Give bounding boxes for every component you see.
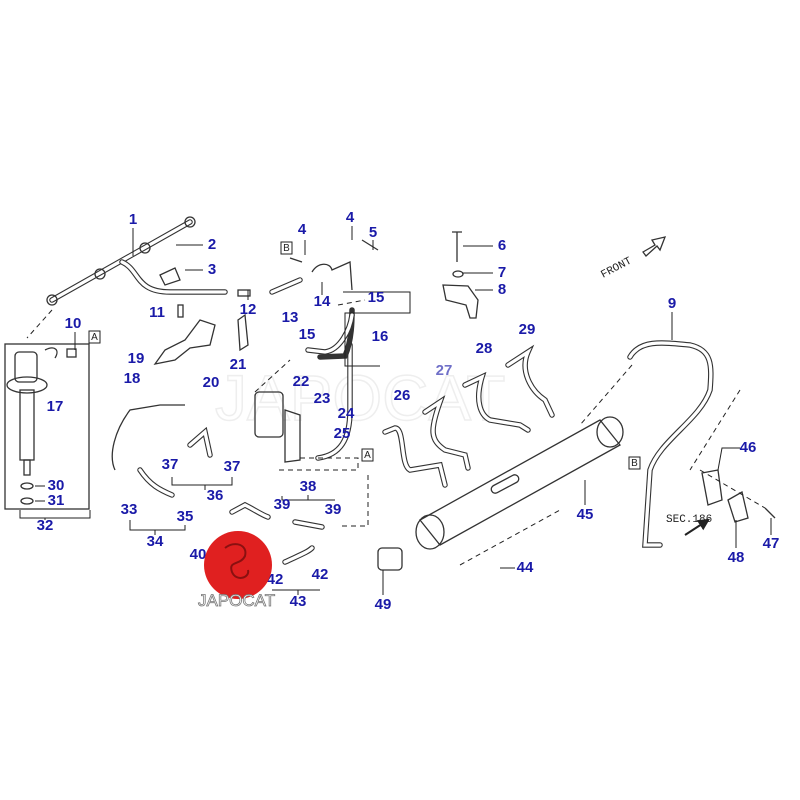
injector-part bbox=[4, 343, 90, 510]
part-label[interactable]: 15 bbox=[299, 326, 316, 343]
japocat-logo: JAPOCAT bbox=[198, 531, 276, 610]
part-label[interactable]: 14 bbox=[314, 293, 331, 310]
reference-boxes: A A B B bbox=[88, 241, 641, 470]
part-label[interactable]: 37 bbox=[162, 456, 179, 473]
injection-pipes-part bbox=[382, 340, 766, 566]
part-label[interactable]: 40 bbox=[190, 546, 207, 563]
part-label[interactable]: 32 bbox=[37, 517, 54, 534]
part-label[interactable]: 33 bbox=[121, 501, 138, 518]
part-number-labels: 1 2 3 4 4 5 6 7 8 9 10 11 12 13 14 15 15… bbox=[37, 209, 780, 613]
part-label[interactable]: 18 bbox=[124, 370, 141, 387]
part-label[interactable]: 4 bbox=[298, 221, 307, 238]
part-label[interactable]: 17 bbox=[47, 398, 64, 415]
part-label[interactable]: 19 bbox=[128, 350, 145, 367]
front-indicator: FRONT bbox=[599, 236, 667, 282]
part-label[interactable]: 36 bbox=[207, 487, 224, 504]
part-label[interactable]: 11 bbox=[149, 304, 165, 321]
part-label[interactable]: 46 bbox=[740, 439, 757, 456]
part-label[interactable]: 42 bbox=[312, 566, 329, 583]
ref-box-b: B bbox=[631, 458, 638, 469]
part-label[interactable]: 27 bbox=[436, 362, 453, 379]
part-label[interactable]: 20 bbox=[203, 374, 220, 391]
part-label[interactable]: 1 bbox=[129, 211, 137, 228]
part-label[interactable]: 15 bbox=[368, 289, 385, 306]
part-label[interactable]: 48 bbox=[728, 549, 745, 566]
ref-box-b: B bbox=[283, 243, 290, 254]
part-label[interactable]: 4 bbox=[346, 209, 355, 226]
part-label[interactable]: 34 bbox=[147, 533, 164, 550]
part-label[interactable]: 6 bbox=[498, 237, 506, 254]
part-label[interactable]: 23 bbox=[314, 390, 331, 407]
section-note: SEC.186 bbox=[666, 514, 712, 526]
part-label[interactable]: 49 bbox=[375, 596, 392, 613]
part-label[interactable]: 37 bbox=[224, 458, 241, 475]
part-label[interactable]: 13 bbox=[282, 309, 299, 326]
part-label[interactable]: 29 bbox=[519, 321, 536, 338]
part-label[interactable]: 25 bbox=[334, 425, 351, 442]
logo-text: JAPOCAT bbox=[198, 591, 275, 610]
part-label[interactable]: 43 bbox=[290, 593, 307, 610]
part-label[interactable]: 10 bbox=[65, 315, 82, 332]
part-label[interactable]: 26 bbox=[394, 387, 411, 404]
front-arrow-icon bbox=[642, 236, 667, 257]
part-label[interactable]: 9 bbox=[668, 295, 676, 312]
part-label[interactable]: 45 bbox=[577, 506, 594, 523]
bracket-parts bbox=[111, 231, 776, 571]
part-label[interactable]: 28 bbox=[476, 340, 493, 357]
part-label[interactable]: 38 bbox=[300, 478, 317, 495]
background-watermark: JAPOCAT bbox=[215, 362, 505, 434]
part-label[interactable]: 30 bbox=[48, 477, 65, 494]
part-label[interactable]: 47 bbox=[763, 535, 780, 552]
part-label[interactable]: 31 bbox=[48, 492, 65, 509]
part-label[interactable]: 2 bbox=[208, 236, 216, 253]
ref-box-a: A bbox=[91, 332, 98, 343]
part-label[interactable]: 3 bbox=[208, 261, 216, 278]
part-label[interactable]: 5 bbox=[369, 224, 377, 241]
part-label[interactable]: 8 bbox=[498, 281, 506, 298]
part-label[interactable]: 44 bbox=[517, 559, 534, 576]
ref-box-a: A bbox=[364, 450, 371, 461]
part-label[interactable]: 42 bbox=[267, 571, 284, 588]
part-label[interactable]: 22 bbox=[293, 373, 310, 390]
part-label[interactable]: 21 bbox=[230, 356, 247, 373]
leader-lines bbox=[19, 226, 772, 595]
part-label[interactable]: 24 bbox=[338, 405, 355, 422]
part-label[interactable]: 39 bbox=[274, 496, 291, 513]
part-label[interactable]: 35 bbox=[177, 508, 194, 525]
part-label[interactable]: 12 bbox=[240, 301, 257, 318]
part-label[interactable]: 16 bbox=[372, 328, 389, 345]
part-label[interactable]: 7 bbox=[498, 264, 506, 281]
return-gallery-part bbox=[26, 216, 228, 339]
fuel-rail-part bbox=[415, 416, 624, 550]
part-label[interactable]: 39 bbox=[325, 501, 342, 518]
front-label: FRONT bbox=[599, 255, 634, 281]
